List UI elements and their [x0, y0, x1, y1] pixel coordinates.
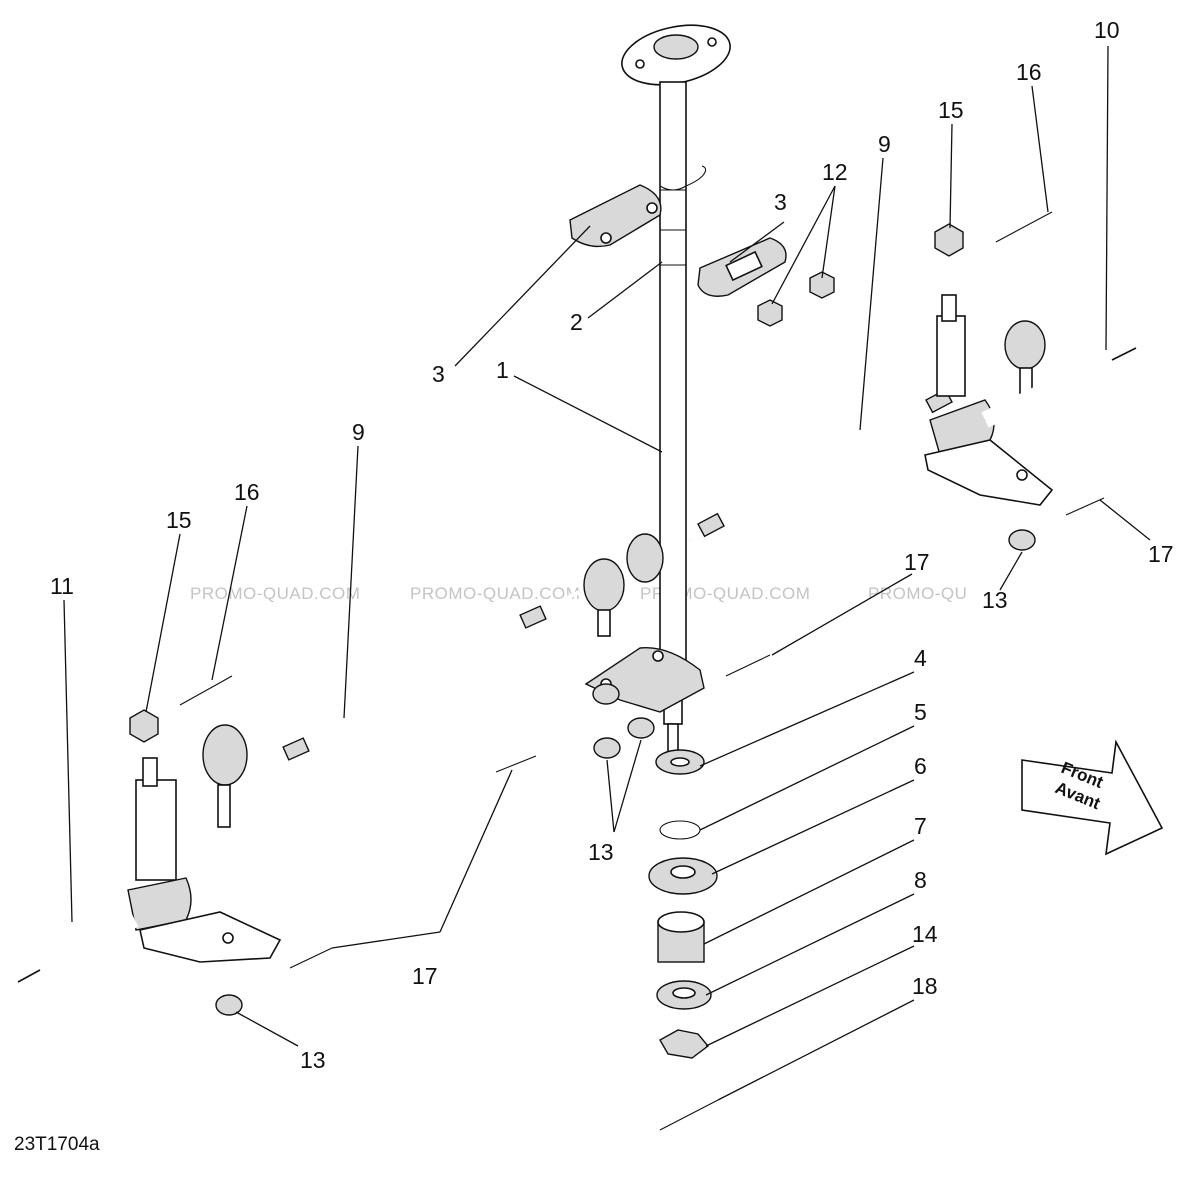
- castle-nut-right: [934, 223, 964, 257]
- label-1: 1: [496, 357, 509, 383]
- label-9-right: 9: [878, 131, 891, 157]
- cotter-pin-16-left: [179, 675, 233, 706]
- label-15-left: 15: [166, 507, 192, 533]
- label-10: 10: [1094, 17, 1120, 43]
- tie-rod-left: [202, 558, 625, 828]
- label-18: 18: [912, 973, 938, 999]
- column-shaft: [659, 81, 687, 695]
- tie-rod-right-ball-joint: [1004, 320, 1046, 370]
- label-6: 6: [914, 753, 927, 779]
- spindle-left: [17, 757, 282, 983]
- spindle-right-kingpin: [936, 315, 966, 397]
- label-14: 14: [912, 921, 938, 947]
- label-11: 11: [50, 573, 74, 599]
- cotter-pins: [179, 211, 1105, 1131]
- watermark-4: PROMO-QU: [868, 584, 967, 603]
- label-15-right: 15: [938, 97, 964, 123]
- castle-nuts-15: [129, 223, 964, 743]
- flange-nut-c: [593, 737, 621, 759]
- tie-rod-left-inner-joint: [583, 558, 625, 612]
- label-3-left: 3: [432, 361, 445, 387]
- label-17-center: 17: [904, 549, 930, 575]
- label-16-right: 16: [1016, 59, 1042, 85]
- bracket-halves: [569, 184, 787, 297]
- nut-12b: [809, 271, 835, 299]
- spindle-right-thread: [1111, 347, 1137, 361]
- label-2: 2: [570, 309, 583, 335]
- label-4: 4: [914, 645, 927, 671]
- tie-rod-left-stud: [217, 784, 231, 828]
- front-arrow: Front Avant: [1021, 739, 1164, 856]
- label-17-bottom: 17: [412, 963, 438, 989]
- callout-labels: 1 2 3 3 4 5 6 7 8 9 9 10 11 12 13 13 13 …: [50, 17, 1174, 1073]
- tie-rod-right-inner-joint: [626, 533, 664, 583]
- nut-12a: [757, 299, 783, 327]
- label-5: 5: [914, 699, 927, 725]
- tie-rod-right: [626, 320, 1046, 583]
- watermark-2: PROMO-QUAD.COM: [410, 584, 580, 603]
- spindle-left-thread: [17, 969, 41, 983]
- cotter-pin-17b: [725, 654, 771, 677]
- spindle-right-arm: [924, 439, 1054, 506]
- label-13-center: 13: [588, 839, 614, 865]
- flange-nut-b: [627, 717, 655, 739]
- flange-nut-14: [659, 1029, 710, 1059]
- flange-nut-d: [1008, 529, 1036, 551]
- cotter-pin-18: [659, 1099, 719, 1131]
- cotter-pin-17d: [289, 947, 333, 969]
- label-9-left: 9: [352, 419, 365, 445]
- label-12: 12: [822, 159, 848, 185]
- label-17-right: 17: [1148, 541, 1174, 567]
- cotter-pin-17c: [1065, 497, 1105, 516]
- label-7: 7: [914, 813, 927, 839]
- spindle-left-arm: [139, 911, 282, 963]
- top-plate-boss: [653, 34, 699, 60]
- flange-nuts-13: [215, 529, 1036, 1016]
- lock-nuts-12: [757, 271, 835, 327]
- leader-lines: [63, 45, 1151, 1101]
- label-13-right: 13: [982, 587, 1008, 613]
- cotter-pin-17a: [495, 755, 537, 773]
- top-plate-hole-right: [707, 37, 717, 47]
- front-arrow-shape: [1021, 739, 1164, 856]
- retaining-clip: [659, 165, 707, 191]
- spindle-right: [924, 294, 1137, 506]
- cotter-pin-16-right: [995, 211, 1053, 243]
- label-3-right: 3: [774, 189, 787, 215]
- label-13-left: 13: [300, 1047, 326, 1073]
- flange-nut-a: [592, 683, 620, 705]
- watermark-1: PROMO-QUAD.COM: [190, 584, 360, 603]
- steering-column: [621, 24, 731, 755]
- spindle-left-kingpin: [135, 779, 177, 881]
- bracket-half-left: [569, 184, 662, 248]
- flange-nut-e: [215, 994, 243, 1016]
- drawing-code: 23T1704a: [14, 1134, 100, 1155]
- circlip-5: [659, 820, 701, 840]
- label-8: 8: [914, 867, 927, 893]
- castle-nut-left: [129, 709, 159, 743]
- label-16-left: 16: [234, 479, 260, 505]
- column-stack-parts: [648, 749, 718, 1059]
- top-plate-hole-left: [635, 59, 645, 69]
- tie-rod-left-ball-joint: [202, 724, 248, 786]
